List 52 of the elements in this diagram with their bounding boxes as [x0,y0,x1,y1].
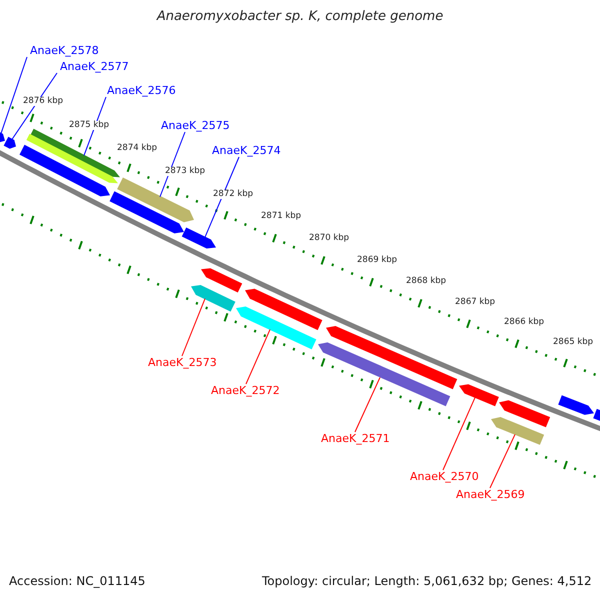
scale-label: 2868 kbp [405,277,448,286]
gene-block [182,228,216,248]
gene-label: AnaeK_2575 [161,120,230,132]
scale-label: 2869 kbp [356,256,398,266]
scale-label: 2876 kbp [22,97,64,106]
leader-line [490,434,516,488]
scale-label: 2867 kbp [454,298,496,308]
leader-line [246,329,270,384]
gene-label: AnaeK_2576 [107,85,176,98]
genome-summary: Topology: circular; Length: 5,061,632 bp; Genes: 4,512 [262,575,592,588]
gene-block [459,384,499,406]
leader-line [160,132,186,198]
accession-text: Accession: NC_011145 [9,575,146,588]
gene-block [236,306,316,350]
scale-label: 2865 kbp [552,338,594,348]
scale-label: 2870 kbp [308,234,350,244]
gene-label: AnaeK_2578 [30,45,99,58]
gene-block [499,400,550,428]
leader-line [84,96,106,156]
scale-label: 2866 kbp [503,318,546,328]
gene-block [558,395,594,415]
leader-line [182,298,206,356]
gene-label: AnaeK_2570 [410,471,479,484]
gene-label: AnaeK_2569 [456,489,525,502]
gene-block [318,342,450,406]
gene-block [191,285,236,312]
scale-label: 2871 kbp [260,212,302,222]
gene-block [0,130,5,143]
gene-label: AnaeK_2574 [212,145,281,158]
title: Anaeromyxobacter sp. K, complete genome [155,10,444,24]
gene-label: AnaeK_2577 [60,61,129,74]
gene-block [117,178,194,222]
gene-block [26,134,118,184]
gene-block [491,417,544,445]
leader-line [0,56,28,134]
leader-line [354,376,380,432]
scale-label: 2875 kbp [68,121,110,130]
gene-block [110,191,184,234]
gene-block [326,326,458,390]
scale-label: 2872 kbp [212,190,254,200]
scale-label: 2874 kbp [116,144,158,154]
leader-line [12,72,58,140]
leader-line [204,156,240,238]
gene-label: AnaeK_2573 [148,357,217,370]
leader-line [442,397,476,470]
gene-block [201,268,242,292]
gene-label: AnaeK_2572 [211,385,280,398]
gene-block [593,408,600,422]
gene-block [245,288,322,330]
gene-block [20,144,110,196]
gene-label: AnaeK_2571 [321,433,390,446]
scale-label: 2873 kbp [164,167,206,176]
